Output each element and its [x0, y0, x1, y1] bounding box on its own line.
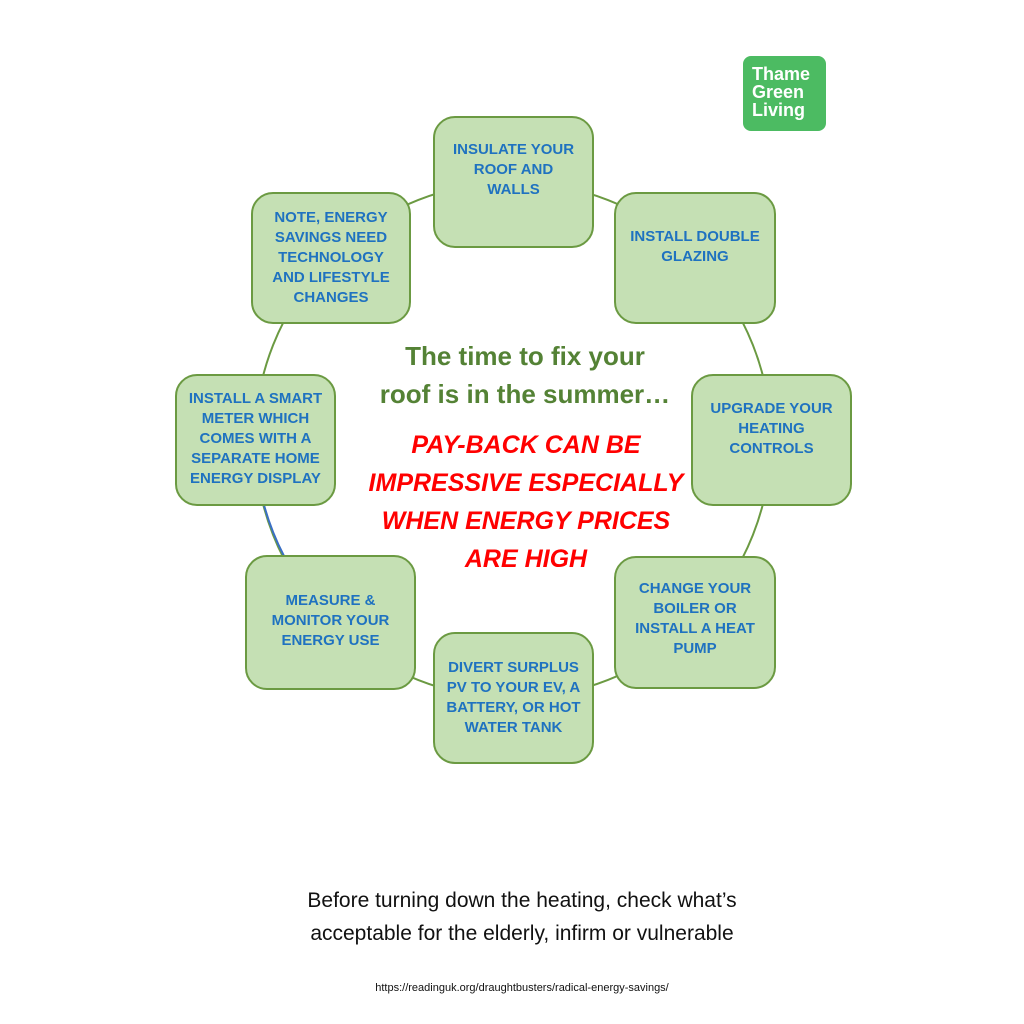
step-note-technology-lifestyle: NOTE, ENERGY SAVINGS NEED TECHNOLOGY AND… — [251, 192, 411, 324]
emphasis-line: PAY-BACK CAN BE — [411, 431, 641, 459]
step-divert-surplus-pv: DIVERT SURPLUS PV TO YOUR EV, A BATTERY,… — [433, 632, 594, 764]
cycle-connector-blue-segment — [263, 504, 285, 557]
headline-line: The time to fix your — [405, 341, 645, 371]
step-double-glazing: INSTALL DOUBLE GLAZING — [614, 192, 776, 324]
emphasis-line: ARE HIGH — [464, 545, 588, 573]
step-measure-monitor: MEASURE & MONITOR YOUR ENERGY USE — [245, 555, 416, 690]
step-insulate-roof-walls: INSULATE YOUR ROOF AND WALLS — [433, 116, 594, 248]
footer-note-line: Before turning down the heating, check w… — [307, 889, 737, 912]
center-headline: The time to fix your roof is in the summ… — [300, 337, 750, 413]
emphasis-line: IMPRESSIVE ESPECIALLY — [368, 469, 684, 497]
source-url: https://readinguk.org/draughtbusters/rad… — [375, 982, 669, 994]
footer-note: Before turning down the heating, check w… — [200, 884, 844, 950]
step-smart-meter: INSTALL A SMART METER WHICH COMES WITH A… — [175, 374, 336, 506]
step-boiler-heat-pump: CHANGE YOUR BOILER OR INSTALL A HEAT PUM… — [614, 556, 776, 689]
footer-note-line: acceptable for the elderly, infirm or vu… — [310, 922, 734, 945]
emphasis-line: WHEN ENERGY PRICES — [381, 507, 671, 535]
center-emphasis: PAY-BACK CAN BE IMPRESSIVE ESPECIALLY WH… — [326, 426, 726, 578]
headline-line: roof is in the summer… — [379, 379, 671, 409]
step-heating-controls: UPGRADE YOUR HEATING CONTROLS — [691, 374, 852, 506]
thame-green-living-logo: Thame Green Living — [743, 56, 826, 131]
